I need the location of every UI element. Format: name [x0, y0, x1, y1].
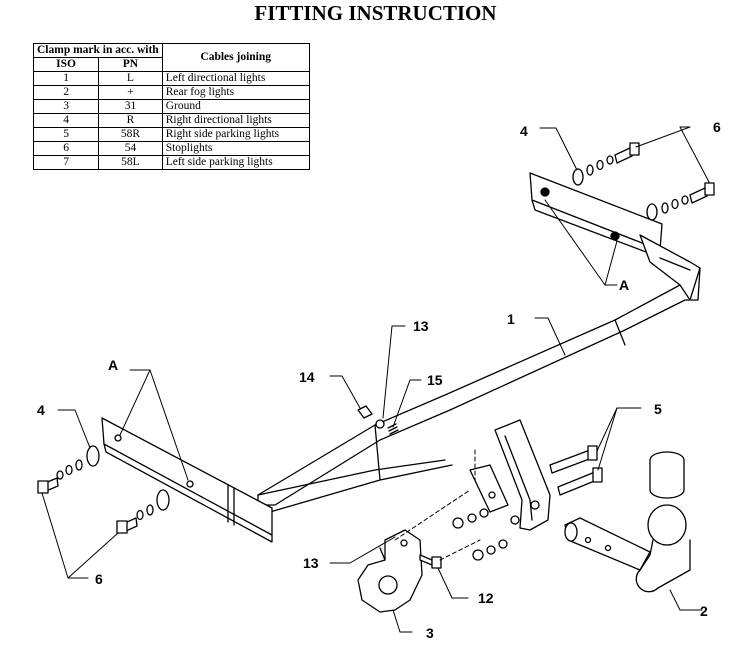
bolts-top-right — [572, 142, 715, 221]
wiring-legend-table: Clamp mark in acc. with Cables joining I… — [32, 43, 310, 170]
assembly-lines — [394, 449, 481, 561]
main-crossbar — [257, 234, 701, 513]
callout-labels: 4 6 A 1 13 14 15 A 4 5 6 13 12 2 3 — [37, 119, 721, 641]
callout-13-bottom: 13 — [303, 555, 319, 571]
table-row: 4 R Right directional lights — [32, 113, 310, 128]
bolts-left — [37, 445, 170, 534]
callout-6-top: 6 — [713, 119, 721, 135]
table-row: 6 54 Stoplights — [32, 141, 310, 156]
cell-desc: Ground — [161, 99, 310, 114]
callout-4-top: 4 — [520, 123, 528, 139]
callout-14: 14 — [299, 369, 315, 385]
callout-15: 15 — [427, 372, 443, 388]
callout-4-left: 4 — [37, 402, 45, 418]
table-row: 3 31 Ground — [32, 99, 310, 114]
towball-assembly — [564, 451, 691, 593]
cell-desc: Rear fog lights — [161, 85, 310, 100]
cell-iso: 7 — [32, 155, 100, 170]
callout-3: 3 — [426, 625, 434, 641]
leader-lines — [41, 126, 710, 633]
callout-2: 2 — [700, 603, 708, 619]
cell-pn: 58L — [98, 155, 163, 170]
callout-a-top: A — [619, 277, 629, 293]
table-row: 2 + Rear fog lights — [32, 85, 310, 100]
callout-6-bottom: 6 — [95, 571, 103, 587]
ball-mount-bracket — [469, 419, 551, 531]
header-cables-joining: Cables joining — [161, 43, 310, 72]
small-fixings — [357, 405, 442, 569]
header-clamp-mark: Clamp mark in acc. with — [33, 43, 163, 58]
cell-desc: Left side parking lights — [161, 155, 310, 170]
callout-5: 5 — [654, 401, 662, 417]
callout-12: 12 — [478, 590, 494, 606]
page-title: FITTING INSTRUCTION — [254, 1, 497, 25]
callout-1: 1 — [507, 311, 515, 327]
right-mounting-bracket — [529, 172, 663, 259]
table-row: 7 58L Left side parking lights — [32, 155, 310, 170]
ball-bolts — [452, 445, 603, 561]
cell-desc: Stoplights — [161, 141, 310, 156]
callout-13-top: 13 — [413, 318, 429, 334]
socket-plate — [357, 529, 423, 613]
callout-a-left: A — [108, 357, 118, 373]
